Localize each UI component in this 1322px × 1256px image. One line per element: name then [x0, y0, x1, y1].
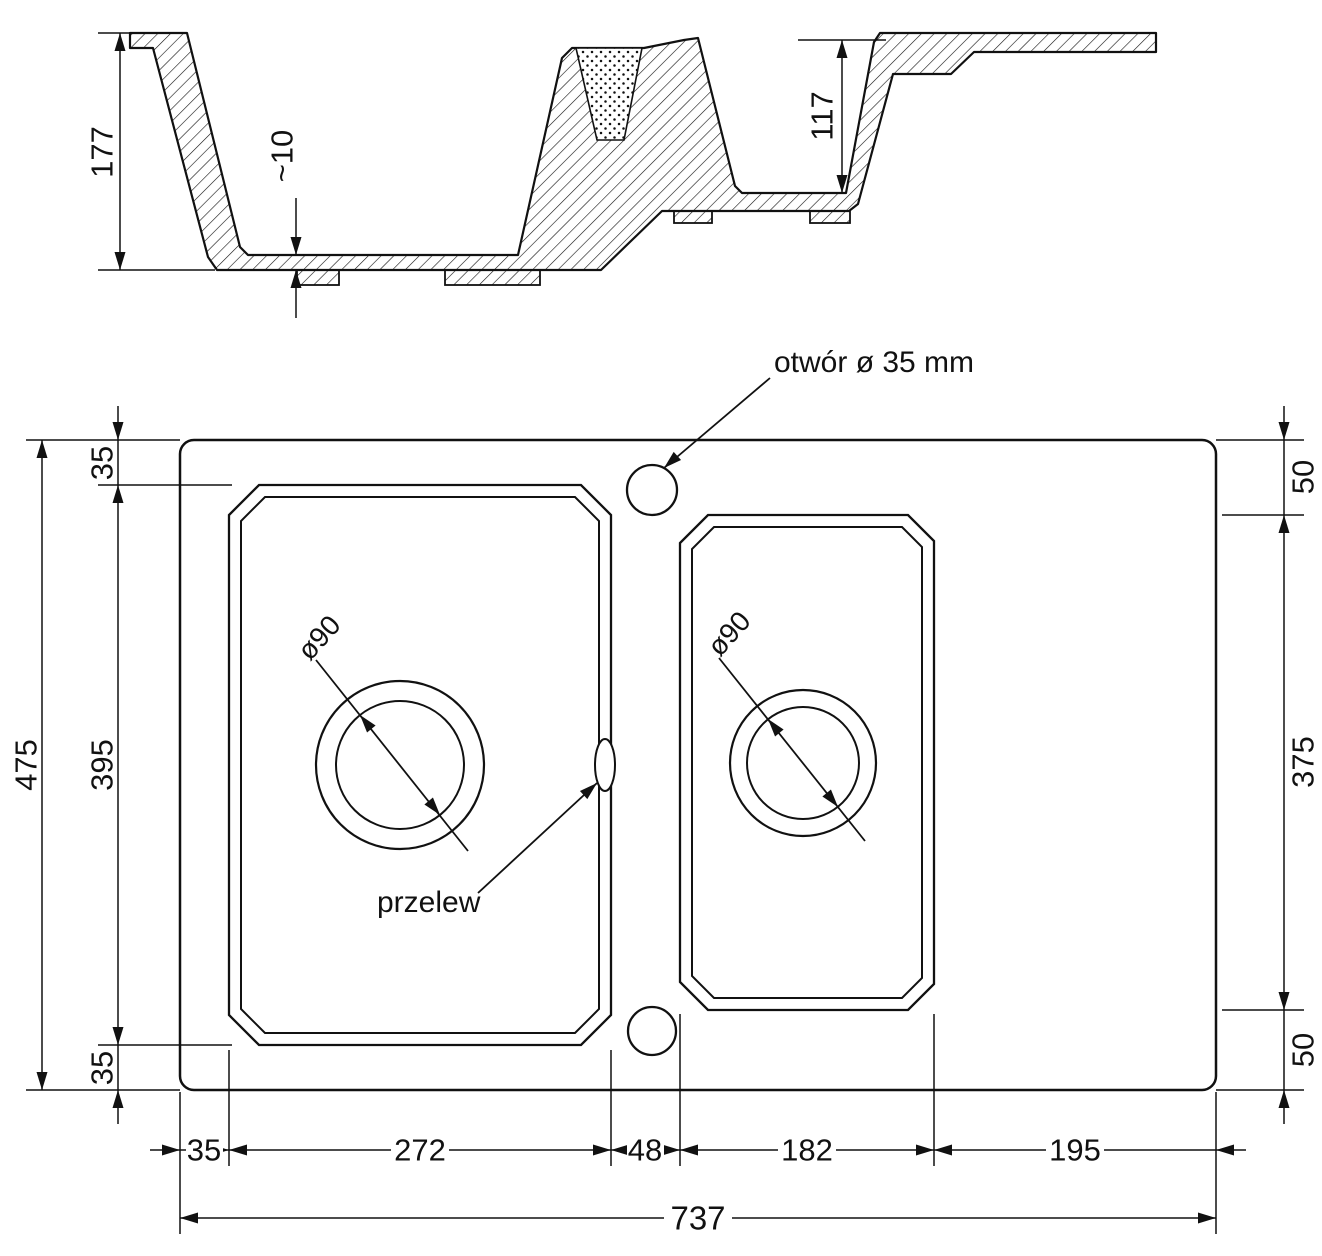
overflow-slot — [594, 738, 616, 792]
arrowhead — [1198, 1212, 1216, 1224]
dim-label: 35 — [85, 446, 120, 480]
dim-label: 50 — [1286, 460, 1321, 494]
callout-faucet-hole: otwór ø 35 mm — [660, 346, 974, 473]
dim-label: 35 — [85, 1051, 120, 1085]
arrowhead — [680, 1144, 698, 1156]
label-mask — [186, 1132, 223, 1168]
arrowhead — [112, 1090, 124, 1108]
foot-pad — [296, 269, 340, 286]
dim-label: 48 — [628, 1133, 662, 1168]
arrowhead — [36, 1072, 48, 1090]
arrowhead — [36, 440, 48, 458]
section-view: 177 ~10 117 — [85, 31, 1158, 318]
plan-view: otwór ø 35 mm przelew ø90 ø90 — [9, 346, 1321, 1237]
dim-bottom-thickness: ~10 — [265, 130, 302, 318]
arrowhead — [112, 485, 124, 503]
dim-overall-width: 737 — [180, 1199, 1216, 1237]
callout-label: otwór ø 35 mm — [774, 346, 974, 379]
second-drain-recess — [728, 688, 878, 838]
arrowhead — [114, 252, 126, 270]
arrowhead — [1278, 422, 1290, 440]
dim-label: 737 — [670, 1200, 725, 1237]
label-mask — [391, 1132, 449, 1168]
dim-label: 117 — [805, 91, 840, 140]
second-bowl-outer — [678, 513, 936, 1012]
main-bowl-inner — [240, 496, 600, 1034]
dim-label: 375 — [1286, 736, 1321, 788]
dim-label: 395 — [85, 739, 120, 791]
dim-label: 50 — [1286, 1033, 1321, 1067]
arrowhead — [1278, 992, 1290, 1010]
arrowhead — [162, 1144, 180, 1156]
arrowhead — [112, 1027, 124, 1045]
faucet-hole — [625, 463, 679, 517]
arrowhead — [662, 1144, 680, 1156]
callout-overflow: przelew — [377, 778, 601, 919]
dim-overall-height: 475 — [9, 439, 180, 1091]
dim-label: 475 — [9, 739, 44, 791]
arrowhead — [290, 237, 302, 255]
main-bowl-outer — [227, 483, 613, 1047]
dim-bottom-chain: 35 272 48 182 195 — [150, 1014, 1246, 1234]
dim-label: 195 — [1049, 1133, 1101, 1168]
main-drain-recess — [314, 679, 486, 851]
label-mask — [1046, 1132, 1104, 1168]
dim-right-chain: 50 375 50 — [1216, 406, 1321, 1124]
arrowhead — [180, 1212, 198, 1224]
accessory-hole — [626, 1005, 678, 1057]
foot-pad — [444, 269, 541, 286]
arrowhead — [112, 422, 124, 440]
arrowhead — [1278, 1090, 1290, 1108]
label-mask — [778, 1132, 836, 1168]
foot-pad — [809, 210, 851, 224]
dim-depth-main: 177 — [85, 32, 215, 271]
dim-label: 272 — [394, 1133, 446, 1168]
label-mask — [664, 1199, 732, 1237]
arrowhead — [934, 1144, 952, 1156]
arrowhead — [1278, 515, 1290, 533]
dim-depth-second: 117 — [798, 39, 886, 193]
main-drain — [335, 700, 465, 830]
arrowhead — [593, 1144, 611, 1156]
dim-label: 182 — [781, 1133, 833, 1168]
arrowhead — [114, 33, 126, 51]
dim-label: 177 — [85, 126, 120, 178]
diameter-line — [718, 657, 866, 842]
foot-pad — [673, 210, 713, 224]
second-drain — [746, 706, 860, 820]
second-bowl-inner — [691, 526, 923, 999]
diameter-line — [315, 659, 469, 852]
label-mask — [627, 1132, 664, 1168]
dim-left-chain: 35 395 35 — [85, 406, 232, 1124]
dim-label: ~10 — [265, 130, 300, 183]
arrowhead — [611, 1144, 629, 1156]
leader-line — [477, 782, 598, 894]
arrowhead — [836, 40, 848, 58]
arrowhead — [229, 1144, 247, 1156]
divider-stipple — [574, 47, 643, 141]
callout-label: przelew — [377, 886, 481, 919]
arrowhead — [1216, 1144, 1234, 1156]
dim-label: 35 — [187, 1133, 221, 1168]
leader-line — [663, 377, 771, 469]
arrowhead — [916, 1144, 934, 1156]
